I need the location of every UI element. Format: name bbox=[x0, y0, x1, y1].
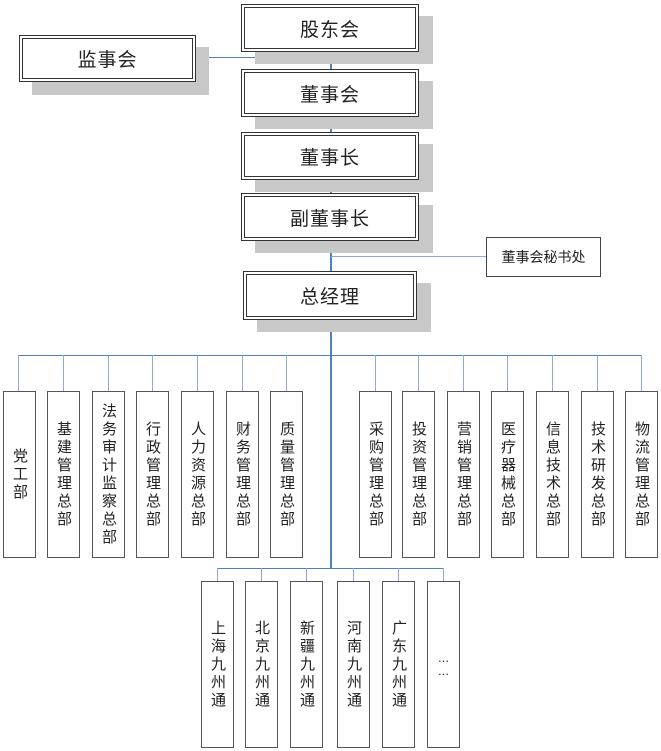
department-box: 医疗器械总部 bbox=[491, 391, 524, 558]
department-box: 人力资源总部 bbox=[181, 391, 214, 558]
department-box: 技术研发总部 bbox=[581, 391, 614, 558]
drop bbox=[242, 355, 243, 391]
drop bbox=[197, 355, 198, 391]
drop bbox=[375, 355, 376, 391]
drop bbox=[597, 355, 598, 391]
chairman-label: 董事长 bbox=[299, 146, 360, 169]
drop bbox=[353, 568, 354, 581]
board-secretariat-label: 董事会秘书处 bbox=[501, 250, 586, 266]
chairman-box: 董事长 bbox=[241, 132, 419, 180]
drop bbox=[398, 568, 399, 581]
drop bbox=[261, 568, 262, 581]
department-bus bbox=[18, 355, 642, 356]
drop bbox=[217, 568, 218, 581]
department-box: 行政管理总部 bbox=[136, 391, 169, 558]
vice-chairman-box: 副董事长 bbox=[241, 193, 419, 241]
branch-label: 上海九州通 bbox=[209, 619, 227, 710]
board-of-directors-label: 董事会 bbox=[299, 83, 360, 106]
department-box: 营销管理总部 bbox=[447, 391, 480, 558]
department-label: 技术研发总部 bbox=[589, 420, 607, 529]
department-label: 信息技术总部 bbox=[544, 420, 562, 529]
branch-label: 河南九州通 bbox=[345, 619, 363, 710]
department-box: 法务审计监察总部 bbox=[92, 391, 125, 558]
drop bbox=[552, 355, 553, 391]
shareholders-label: 股东会 bbox=[299, 18, 360, 41]
board-of-directors-box: 董事会 bbox=[241, 69, 419, 117]
department-label: 医疗器械总部 bbox=[499, 420, 517, 529]
shareholders-box: 股东会 bbox=[241, 4, 419, 52]
drop bbox=[507, 355, 508, 391]
department-label: 采购管理总部 bbox=[367, 420, 385, 529]
department-label: 人力资源总部 bbox=[189, 420, 207, 529]
department-label: 质量管理总部 bbox=[278, 420, 296, 529]
branch-box: 新疆九州通 bbox=[290, 581, 323, 748]
branch-box: 上海九州通 bbox=[201, 581, 234, 748]
general-manager-label: 总经理 bbox=[299, 286, 360, 308]
department-label: 物流管理总部 bbox=[633, 420, 651, 529]
department-label: 投资管理总部 bbox=[410, 420, 428, 529]
department-label: 基建管理总部 bbox=[55, 420, 73, 529]
department-label: 法务审计监察总部 bbox=[100, 402, 118, 547]
board-secretariat-box: 董事会秘书处 bbox=[486, 237, 601, 277]
drop bbox=[63, 355, 64, 391]
drop bbox=[418, 355, 419, 391]
department-box: 物流管理总部 bbox=[625, 391, 658, 558]
branch-label: 新疆九州通 bbox=[298, 619, 316, 710]
department-box: 质量管理总部 bbox=[270, 391, 303, 558]
drop bbox=[306, 568, 307, 581]
vice-chairman-label: 副董事长 bbox=[289, 207, 370, 230]
branch-bus bbox=[217, 568, 444, 569]
department-label: 营销管理总部 bbox=[455, 420, 473, 529]
department-box: 信息技术总部 bbox=[536, 391, 569, 558]
connector-secretariat bbox=[331, 256, 486, 257]
supervisory-board-label: 监事会 bbox=[77, 49, 138, 71]
branch-box: 北京九州通 bbox=[245, 581, 278, 748]
drop bbox=[108, 355, 109, 391]
branch-box: 广东九州通 bbox=[382, 581, 415, 748]
drop bbox=[641, 355, 642, 391]
department-label: 行政管理总部 bbox=[144, 420, 162, 529]
department-box: 基建管理总部 bbox=[47, 391, 80, 558]
department-label: 财务管理总部 bbox=[234, 420, 252, 529]
drop bbox=[443, 568, 444, 581]
branch-label: 广东九州通 bbox=[390, 619, 408, 710]
branch-box: …… bbox=[427, 581, 460, 748]
drop bbox=[463, 355, 464, 391]
department-box: 财务管理总部 bbox=[226, 391, 259, 558]
drop bbox=[18, 355, 19, 391]
drop bbox=[286, 355, 287, 391]
supervisory-board-box: 监事会 bbox=[19, 35, 196, 82]
branch-box: 河南九州通 bbox=[337, 581, 370, 748]
general-manager-box: 总经理 bbox=[243, 271, 417, 320]
department-label: 党工部 bbox=[11, 447, 29, 502]
department-box: 投资管理总部 bbox=[402, 391, 435, 558]
branch-label-ellipsis: …… bbox=[437, 651, 450, 678]
department-box: 党工部 bbox=[3, 391, 36, 558]
department-box: 采购管理总部 bbox=[359, 391, 392, 558]
drop bbox=[152, 355, 153, 391]
branch-label: 北京九州通 bbox=[253, 619, 271, 710]
